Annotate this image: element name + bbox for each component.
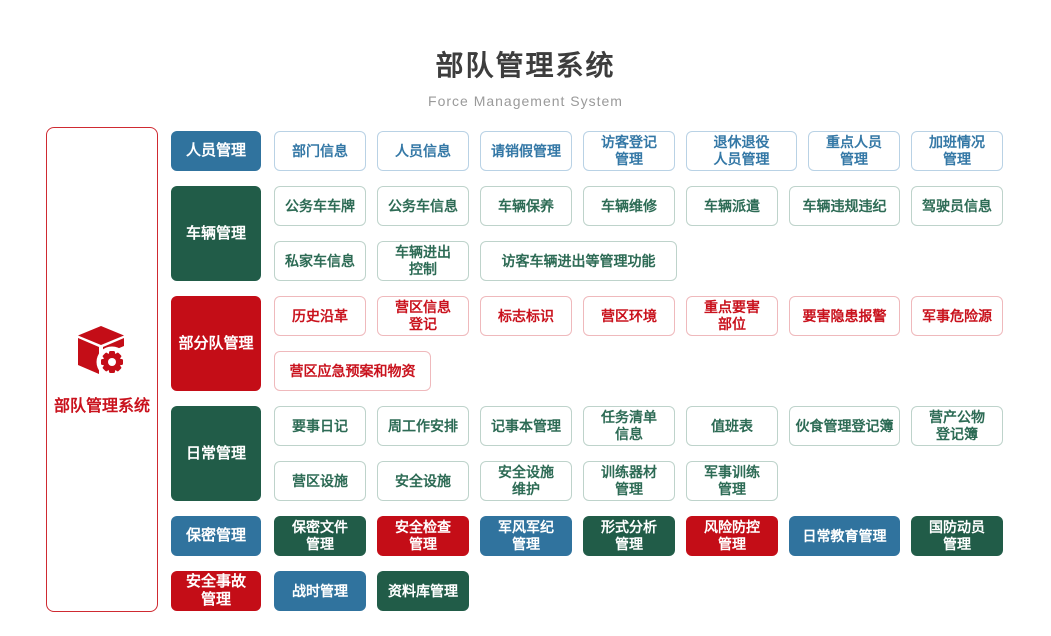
module-row: 保密管理保密文件 管理安全检查 管理军风军纪 管理形式分析 管理风险防控 管理日… xyxy=(171,516,1003,556)
module-box[interactable]: 私家车信息 xyxy=(274,241,366,281)
module-box[interactable]: 标志标识 xyxy=(480,296,572,336)
module-box[interactable]: 重点人员 管理 xyxy=(808,131,900,171)
module-row: 人员管理部门信息人员信息请销假管理访客登记 管理退休退役 人员管理重点人员 管理… xyxy=(171,131,1003,171)
module-box[interactable]: 部门信息 xyxy=(274,131,366,171)
module-box[interactable]: 国防动员 管理 xyxy=(911,516,1003,556)
module-box[interactable]: 安全检查 管理 xyxy=(377,516,469,556)
module-line: 战时管理资料库管理 xyxy=(274,571,469,611)
module-row: 部分队管理历史沿革营区信息 登记标志标识营区环境重点要害 部位要害隐患报警军事危… xyxy=(171,296,1003,391)
module-line: 私家车信息车辆进出 控制访客车辆进出等管理功能 xyxy=(274,241,1003,281)
module-box[interactable]: 车辆派遣 xyxy=(686,186,778,226)
module-box[interactable]: 驾驶员信息 xyxy=(911,186,1003,226)
module-box[interactable]: 访客车辆进出等管理功能 xyxy=(480,241,677,281)
module-box[interactable]: 营区设施 xyxy=(274,461,366,501)
module-box[interactable]: 车辆进出 控制 xyxy=(377,241,469,281)
module-box[interactable]: 伙食管理登记簿 xyxy=(789,406,900,446)
module-box[interactable]: 公务车车牌 xyxy=(274,186,366,226)
module-row: 日常管理要事日记周工作安排记事本管理任务清单 信息值班表伙食管理登记簿营产公物 … xyxy=(171,406,1003,501)
module-box[interactable]: 退休退役 人员管理 xyxy=(686,131,797,171)
page-title: 部队管理系统 xyxy=(435,50,616,81)
module-box[interactable]: 战时管理 xyxy=(274,571,366,611)
module-line: 营区设施安全设施安全设施 维护训练器材 管理军事训练 管理 xyxy=(274,461,1003,501)
module-lines: 战时管理资料库管理 xyxy=(274,571,469,611)
category-box[interactable]: 安全事故 管理 xyxy=(171,571,261,611)
module-box[interactable]: 资料库管理 xyxy=(377,571,469,611)
module-box[interactable]: 日常教育管理 xyxy=(789,516,900,556)
module-row: 安全事故 管理战时管理资料库管理 xyxy=(171,571,1003,611)
module-lines: 历史沿革营区信息 登记标志标识营区环境重点要害 部位要害隐患报警军事危险源营区应… xyxy=(274,296,1003,391)
module-box[interactable]: 公务车信息 xyxy=(377,186,469,226)
module-line: 历史沿革营区信息 登记标志标识营区环境重点要害 部位要害隐患报警军事危险源 xyxy=(274,296,1003,336)
module-lines: 部门信息人员信息请销假管理访客登记 管理退休退役 人员管理重点人员 管理加班情况… xyxy=(274,131,1003,171)
module-box[interactable]: 形式分析 管理 xyxy=(583,516,675,556)
module-box[interactable]: 营区应急预案和物资 xyxy=(274,351,431,391)
module-box[interactable]: 安全设施 xyxy=(377,461,469,501)
module-box[interactable]: 请销假管理 xyxy=(480,131,572,171)
module-box[interactable]: 车辆违规违纪 xyxy=(789,186,900,226)
module-box[interactable]: 记事本管理 xyxy=(480,406,572,446)
module-row: 车辆管理公务车车牌公务车信息车辆保养车辆维修车辆派遣车辆违规违纪驾驶员信息私家车… xyxy=(171,186,1003,281)
module-line: 保密文件 管理安全检查 管理军风军纪 管理形式分析 管理风险防控 管理日常教育管… xyxy=(274,516,1003,556)
module-box[interactable]: 安全设施 维护 xyxy=(480,461,572,501)
module-box[interactable]: 周工作安排 xyxy=(377,406,469,446)
page-header: 部队管理系统 Force Management System xyxy=(0,0,1051,109)
module-box[interactable]: 任务清单 信息 xyxy=(583,406,675,446)
module-box[interactable]: 要事日记 xyxy=(274,406,366,446)
module-box[interactable]: 军事训练 管理 xyxy=(686,461,778,501)
module-lines: 保密文件 管理安全检查 管理军风军纪 管理形式分析 管理风险防控 管理日常教育管… xyxy=(274,516,1003,556)
module-box[interactable]: 营区信息 登记 xyxy=(377,296,469,336)
category-box[interactable]: 部分队管理 xyxy=(171,296,261,391)
module-box[interactable]: 车辆维修 xyxy=(583,186,675,226)
module-box[interactable]: 保密文件 管理 xyxy=(274,516,366,556)
module-box[interactable]: 军事危险源 xyxy=(911,296,1003,336)
module-box[interactable]: 历史沿革 xyxy=(274,296,366,336)
category-box[interactable]: 人员管理 xyxy=(171,131,261,171)
module-box[interactable]: 重点要害 部位 xyxy=(686,296,778,336)
category-box[interactable]: 日常管理 xyxy=(171,406,261,501)
module-box[interactable]: 营产公物 登记簿 xyxy=(911,406,1003,446)
module-box[interactable]: 访客登记 管理 xyxy=(583,131,675,171)
module-lines: 要事日记周工作安排记事本管理任务清单 信息值班表伙食管理登记簿营产公物 登记簿营… xyxy=(274,406,1003,501)
module-line: 营区应急预案和物资 xyxy=(274,351,1003,391)
module-box[interactable]: 风险防控 管理 xyxy=(686,516,778,556)
module-box[interactable]: 人员信息 xyxy=(377,131,469,171)
module-lines: 公务车车牌公务车信息车辆保养车辆维修车辆派遣车辆违规违纪驾驶员信息私家车信息车辆… xyxy=(274,186,1003,281)
module-line: 部门信息人员信息请销假管理访客登记 管理退休退役 人员管理重点人员 管理加班情况… xyxy=(274,131,1003,171)
module-box[interactable]: 值班表 xyxy=(686,406,778,446)
module-box[interactable]: 军风军纪 管理 xyxy=(480,516,572,556)
diagram-content: 部队管理系统 人员管理部门信息人员信息请销假管理访客登记 管理退休退役 人员管理… xyxy=(46,127,1003,612)
module-line: 要事日记周工作安排记事本管理任务清单 信息值班表伙食管理登记簿营产公物 登记簿 xyxy=(274,406,1003,446)
system-root-label: 部队管理系统 xyxy=(53,397,150,415)
module-line: 公务车车牌公务车信息车辆保养车辆维修车辆派遣车辆违规违纪驾驶员信息 xyxy=(274,186,1003,226)
module-box[interactable]: 营区环境 xyxy=(583,296,675,336)
module-box[interactable]: 车辆保养 xyxy=(480,186,572,226)
category-box[interactable]: 车辆管理 xyxy=(171,186,261,281)
category-box[interactable]: 保密管理 xyxy=(171,516,261,556)
module-rows: 人员管理部门信息人员信息请销假管理访客登记 管理退休退役 人员管理重点人员 管理… xyxy=(171,127,1003,612)
module-box[interactable]: 训练器材 管理 xyxy=(583,461,675,501)
module-box[interactable]: 加班情况 管理 xyxy=(911,131,1003,171)
cube-gear-icon xyxy=(73,324,131,378)
module-box[interactable]: 要害隐患报警 xyxy=(789,296,900,336)
system-root-card[interactable]: 部队管理系统 xyxy=(46,127,158,612)
page-subtitle: Force Management System xyxy=(428,93,623,109)
